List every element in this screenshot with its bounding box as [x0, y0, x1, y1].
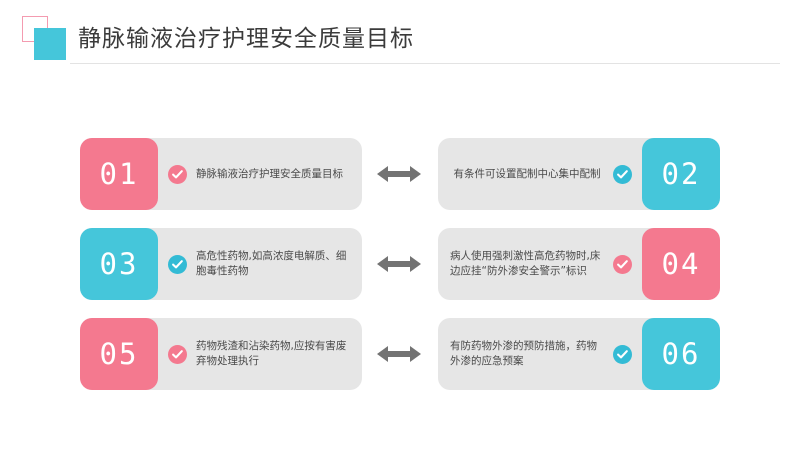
- content-rows: 01 静脉输液治疗护理安全质量目标 02 有条件可设置配制中心集中配制: [0, 130, 800, 400]
- card-left[interactable]: 03 高危性药物,如高浓度电解质、细胞毒性药物: [80, 228, 362, 300]
- check-circle-icon: [168, 344, 187, 364]
- check-circle-icon: [613, 164, 632, 184]
- double-arrow-horizontal-icon: [376, 162, 422, 186]
- page-title: 静脉输液治疗护理安全质量目标: [78, 26, 414, 52]
- card-body: 高危性药物,如高浓度电解质、细胞毒性药物: [158, 228, 362, 300]
- card-body: 有条件可设置配制中心集中配制: [438, 138, 642, 210]
- card-text: 有防药物外渗的预防措施，药物外渗的应急预案: [450, 340, 597, 367]
- card-text: 静脉输液治疗护理安全质量目标: [196, 167, 343, 180]
- check-circle-icon: [613, 344, 632, 364]
- card-text: 高危性药物,如高浓度电解质、细胞毒性药物: [196, 250, 347, 277]
- slide-header: 静脉输液治疗护理安全质量目标: [0, 0, 800, 75]
- double-arrow-horizontal-icon: [376, 342, 422, 366]
- card-body: 有防药物外渗的预防措施，药物外渗的应急预案: [438, 318, 642, 390]
- card-right[interactable]: 02 有条件可设置配制中心集中配制: [438, 138, 720, 210]
- card-text: 药物残渣和沾染药物,应按有害废弃物处理执行: [196, 340, 347, 367]
- card-body: 静脉输液治疗护理安全质量目标: [158, 138, 362, 210]
- number-tile: 03: [80, 228, 158, 300]
- card-left[interactable]: 05 药物残渣和沾染药物,应按有害废弃物处理执行: [80, 318, 362, 390]
- check-circle-icon: [613, 254, 632, 274]
- square-solid-icon: [34, 28, 66, 60]
- card-right[interactable]: 04 病人使用强刺激性高危药物时,床边应挂“防外渗安全警示”标识: [438, 228, 720, 300]
- content-row: 05 药物残渣和沾染药物,应按有害废弃物处理执行 06 有防药物外渗的预防措施，…: [0, 318, 800, 390]
- header-divider: [70, 63, 780, 64]
- card-text: 病人使用强刺激性高危药物时,床边应挂“防外渗安全警示”标识: [450, 250, 601, 277]
- card-body: 药物残渣和沾染药物,应按有害废弃物处理执行: [158, 318, 362, 390]
- number-tile: 06: [642, 318, 720, 390]
- card-right[interactable]: 06 有防药物外渗的预防措施，药物外渗的应急预案: [438, 318, 720, 390]
- number-tile: 01: [80, 138, 158, 210]
- card-text: 有条件可设置配制中心集中配制: [453, 167, 601, 180]
- check-circle-icon: [168, 164, 187, 184]
- check-circle-icon: [168, 254, 187, 274]
- number-tile: 02: [642, 138, 720, 210]
- double-arrow-horizontal-icon: [376, 252, 422, 276]
- number-tile: 04: [642, 228, 720, 300]
- content-row: 01 静脉输液治疗护理安全质量目标 02 有条件可设置配制中心集中配制: [0, 138, 800, 210]
- content-row: 03 高危性药物,如高浓度电解质、细胞毒性药物 04 病人使用强刺激性高危药物时…: [0, 228, 800, 300]
- number-tile: 05: [80, 318, 158, 390]
- card-left[interactable]: 01 静脉输液治疗护理安全质量目标: [80, 138, 362, 210]
- card-body: 病人使用强刺激性高危药物时,床边应挂“防外渗安全警示”标识: [438, 228, 642, 300]
